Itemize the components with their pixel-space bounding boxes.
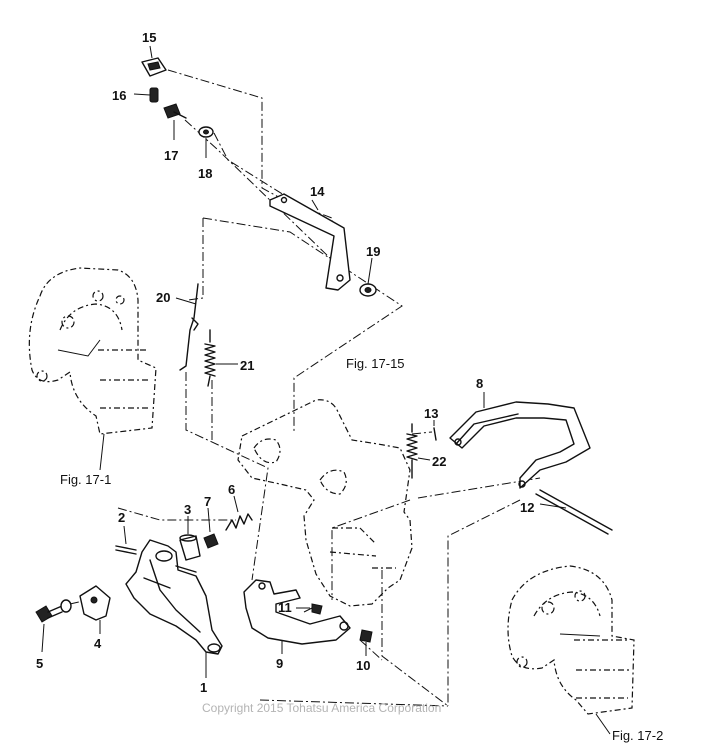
callout-20: 20 — [156, 290, 170, 305]
figure-references: Fig. 17-15 Fig. 17-1 Fig. 17-2 — [60, 356, 663, 743]
part-9-link — [243, 579, 351, 654]
callout-4: 4 — [94, 636, 102, 651]
fig-17-1-ghost-part — [28, 267, 157, 435]
copyright-watermark: Copyright 2015 Tohatsu America Corporati… — [202, 701, 441, 715]
callout-6: 6 — [228, 482, 235, 497]
fig-ref-17-2: Fig. 17-2 — [612, 728, 663, 743]
callout-12: 12 — [520, 500, 534, 515]
fig-ref-17-15: Fig. 17-15 — [346, 356, 405, 371]
fig-ref-17-1: Fig. 17-1 — [60, 472, 111, 487]
part-18-washer — [198, 126, 214, 158]
part-17-bolt — [163, 103, 187, 140]
callout-3: 3 — [184, 502, 191, 517]
callout-1: 1 — [200, 680, 207, 695]
callout-11: 11 — [278, 600, 292, 615]
callout-15: 15 — [142, 30, 156, 45]
part-20-rod — [175, 283, 199, 371]
callout-2: 2 — [118, 510, 125, 525]
part-11-pin — [296, 603, 323, 615]
assembly-chain-lines — [69, 69, 541, 707]
fig-17-15-ghost-part — [237, 399, 413, 607]
part-4-plate — [79, 585, 111, 634]
callout-5: 5 — [36, 656, 43, 671]
part-14-lever-link — [269, 193, 351, 291]
callout-14: 14 — [310, 184, 325, 199]
part-15-clip — [141, 45, 167, 77]
part-22-spring — [406, 423, 431, 479]
part-2-pin — [115, 525, 137, 555]
part-1-tilt-lever-bracket — [125, 539, 223, 678]
part-12-rod — [535, 489, 613, 535]
callout-19: 19 — [366, 244, 380, 259]
callout-7: 7 — [204, 494, 211, 509]
part-21-spring — [204, 329, 238, 387]
part-3-collar — [179, 516, 201, 561]
callout-22: 22 — [432, 454, 446, 469]
part-13-pin — [433, 420, 437, 441]
part-16-pin — [133, 87, 159, 103]
callout-18: 18 — [198, 166, 212, 181]
part-10-bolt — [359, 629, 373, 656]
fig-17-2-leader — [595, 713, 611, 735]
callout-17: 17 — [164, 148, 178, 163]
callout-9: 9 — [276, 656, 283, 671]
callout-16: 16 — [112, 88, 126, 103]
part-8-stopper-arm — [449, 392, 591, 489]
callout-13: 13 — [424, 406, 438, 421]
callout-8: 8 — [476, 376, 483, 391]
callout-21: 21 — [240, 358, 254, 373]
part-5-bolt — [35, 599, 72, 653]
part-19-washer — [359, 257, 377, 297]
fig-17-1-leader — [99, 433, 105, 471]
part-6-spring — [225, 495, 253, 531]
callout-10: 10 — [356, 658, 370, 673]
part-callouts: 15 16 17 18 14 19 20 21 8 13 22 6 7 3 2 … — [36, 30, 534, 695]
part-7-nut — [203, 507, 219, 549]
fig-17-2-ghost-part — [507, 565, 635, 715]
